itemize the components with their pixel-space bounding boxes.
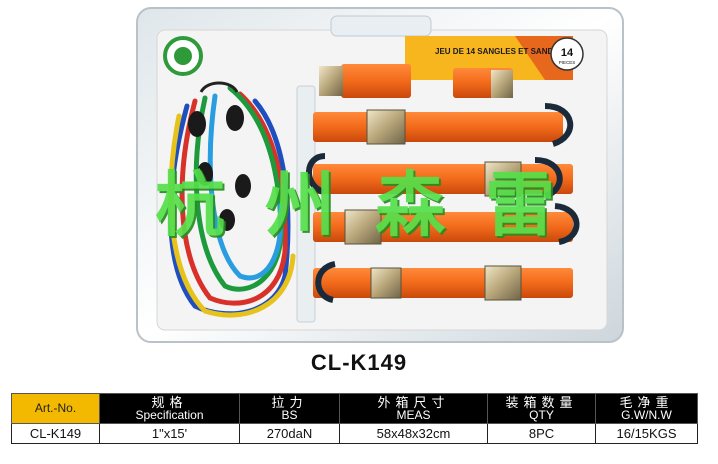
- brand-logo-icon: [163, 36, 203, 76]
- bungee-hook-wire: [199, 81, 239, 93]
- product-photo: JEU DE 14 SANGLES ET SANDOWS 14 PIECES: [136, 7, 624, 343]
- label-title: JEU DE 14 SANGLES ET SANDOWS: [435, 47, 573, 56]
- ratchet-straps: [306, 64, 580, 303]
- header-art-no: Art.-No.: [11, 393, 100, 424]
- bungee-hooks: [188, 105, 251, 231]
- divider-strip: [296, 85, 316, 323]
- piece-count-badge: 14 PIECES: [550, 37, 584, 71]
- cell-bs: 270daN: [239, 423, 340, 444]
- svg-text:PIECES: PIECES: [559, 60, 576, 65]
- cell-qty: 8PC: [487, 423, 596, 444]
- svg-text:14: 14: [561, 47, 574, 59]
- cell-weight: 16/15KGS: [595, 423, 698, 444]
- table-row: CL-K149 1"x15' 270daN 58x48x32cm 8PC 16/…: [11, 423, 698, 444]
- cell-specification: 1"x15': [99, 423, 240, 444]
- bungee-cords: [168, 85, 296, 318]
- cell-meas: 58x48x32cm: [339, 423, 488, 444]
- hang-tab: [330, 15, 432, 37]
- model-title: CL-K149: [310, 350, 408, 375]
- cell-art-no: CL-K149: [11, 423, 100, 444]
